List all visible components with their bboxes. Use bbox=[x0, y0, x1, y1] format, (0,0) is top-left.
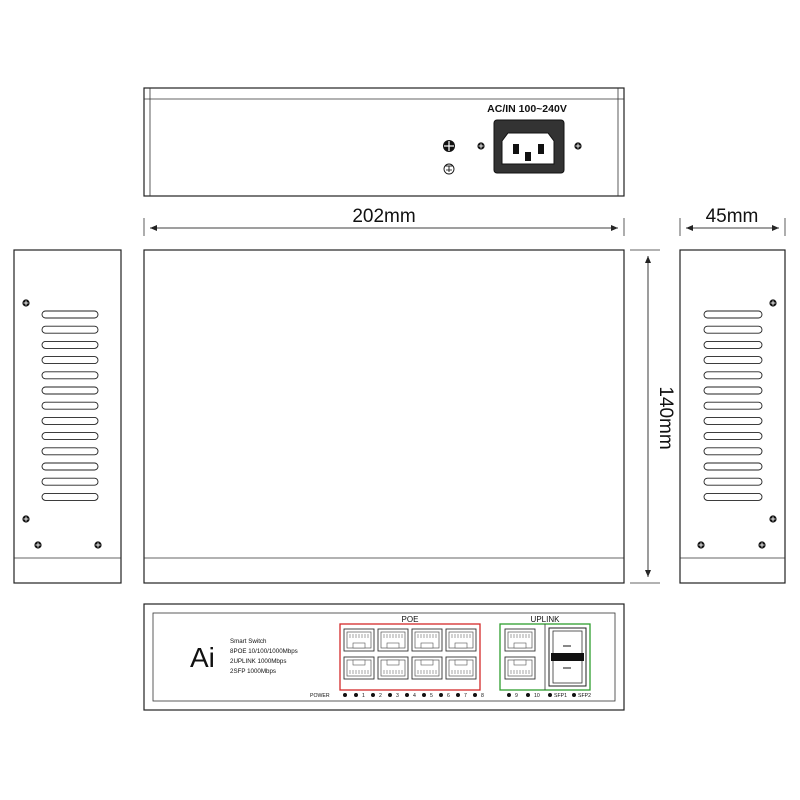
poe-port-number: 3 bbox=[396, 693, 399, 699]
poe-led bbox=[422, 693, 426, 697]
vent-slot bbox=[41, 416, 99, 425]
vent-slot bbox=[41, 401, 99, 410]
poe-port-group bbox=[339, 623, 481, 691]
poe-port-top bbox=[377, 628, 409, 652]
screw-icon bbox=[768, 298, 778, 308]
uplink-port-number: 9 bbox=[515, 693, 518, 699]
vent-slot bbox=[703, 401, 763, 410]
vent-slots bbox=[703, 310, 763, 501]
vent-slot bbox=[41, 325, 99, 334]
poe-port-number: 2 bbox=[379, 693, 382, 699]
poe-port-number: 5 bbox=[430, 693, 433, 699]
sfp-led bbox=[548, 693, 552, 697]
vent-slot bbox=[41, 371, 99, 380]
left-side-view bbox=[13, 249, 122, 584]
screw-icon bbox=[757, 540, 767, 550]
screw-icon bbox=[476, 141, 486, 151]
vent-slot bbox=[41, 356, 99, 365]
power-socket-icon bbox=[493, 119, 565, 174]
vent-slot bbox=[703, 432, 763, 441]
uplink-port-10 bbox=[504, 656, 536, 680]
screw-icon bbox=[21, 514, 31, 524]
vent-slot bbox=[41, 447, 99, 456]
right-side-view bbox=[679, 249, 786, 584]
spec-line-2: 8POE 10/100/1000Mbps bbox=[230, 648, 298, 655]
poe-led bbox=[439, 693, 443, 697]
uplink-port-number: 10 bbox=[534, 693, 540, 699]
uplink-led bbox=[507, 693, 511, 697]
poe-port-bottom bbox=[377, 656, 409, 680]
vent-slot bbox=[703, 386, 763, 395]
rear-view: AC/IN 100~240V bbox=[143, 87, 625, 197]
vent-slot bbox=[703, 492, 763, 501]
vent-slot bbox=[703, 477, 763, 486]
poe-port-number: 7 bbox=[464, 693, 467, 699]
vent-slot bbox=[703, 416, 763, 425]
uplink-group-label: UPLINK bbox=[531, 615, 561, 624]
vent-slot bbox=[41, 340, 99, 349]
poe-port-top bbox=[411, 628, 443, 652]
width-dimension: 202mm bbox=[143, 206, 625, 236]
vent-slot bbox=[703, 356, 763, 365]
screw-icon bbox=[93, 540, 103, 550]
poe-led bbox=[456, 693, 460, 697]
poe-led bbox=[405, 693, 409, 697]
sfp-label: SFP1 bbox=[554, 693, 567, 699]
screw-icon bbox=[768, 514, 778, 524]
vent-slot bbox=[41, 432, 99, 441]
spec-line-4: 2SFP 1000Mbps bbox=[230, 668, 276, 675]
sfp-slots bbox=[548, 627, 587, 687]
spec-line-3: 2UPLINK 1000Mbps bbox=[230, 658, 286, 665]
vent-slot bbox=[703, 462, 763, 471]
poe-port-bottom bbox=[445, 656, 477, 680]
screw-icon bbox=[33, 540, 43, 550]
poe-port-top bbox=[445, 628, 477, 652]
vent-slot bbox=[41, 386, 99, 395]
power-input-label: AC/IN 100~240V bbox=[487, 103, 567, 115]
poe-group-label: POE bbox=[402, 615, 419, 624]
depth-label: 45mm bbox=[706, 206, 759, 227]
vent-slot bbox=[41, 462, 99, 471]
poe-port-number: 4 bbox=[413, 693, 416, 699]
vent-slot bbox=[703, 310, 763, 319]
vent-slot bbox=[703, 340, 763, 349]
width-label: 202mm bbox=[352, 206, 415, 227]
vent-slot bbox=[703, 371, 763, 380]
screw-icon bbox=[21, 298, 31, 308]
brand-logo: Ai bbox=[190, 642, 215, 673]
uplink-port-9 bbox=[504, 628, 536, 652]
poe-port-number: 1 bbox=[362, 693, 365, 699]
front-view: Ai Smart Switch 8POE 10/100/1000Mbps 2UP… bbox=[143, 603, 625, 711]
poe-led bbox=[354, 693, 358, 697]
vent-slot bbox=[41, 477, 99, 486]
ground-icon bbox=[443, 140, 455, 175]
vent-slots bbox=[41, 310, 99, 501]
screw-icon bbox=[573, 141, 583, 151]
power-led bbox=[343, 693, 347, 697]
poe-port-number: 6 bbox=[447, 693, 450, 699]
power-led-label: POWER bbox=[310, 693, 330, 699]
vent-slot bbox=[703, 447, 763, 456]
top-view bbox=[143, 249, 625, 584]
vent-slot bbox=[41, 492, 99, 501]
poe-port-top bbox=[343, 628, 375, 652]
vent-slot bbox=[703, 325, 763, 334]
poe-port-bottom bbox=[343, 656, 375, 680]
height-dimension: 140mm bbox=[630, 249, 676, 584]
uplink-led bbox=[526, 693, 530, 697]
poe-port-bottom bbox=[411, 656, 443, 680]
poe-led bbox=[473, 693, 477, 697]
sfp-label: SFP2 bbox=[578, 693, 591, 699]
spec-line-1: Smart Switch bbox=[230, 638, 267, 645]
height-label: 140mm bbox=[655, 386, 676, 449]
poe-port-number: 8 bbox=[481, 693, 484, 699]
screw-icon bbox=[696, 540, 706, 550]
sfp-led bbox=[572, 693, 576, 697]
vent-slot bbox=[41, 310, 99, 319]
poe-led bbox=[388, 693, 392, 697]
poe-led bbox=[371, 693, 375, 697]
depth-dimension: 45mm bbox=[679, 206, 786, 236]
